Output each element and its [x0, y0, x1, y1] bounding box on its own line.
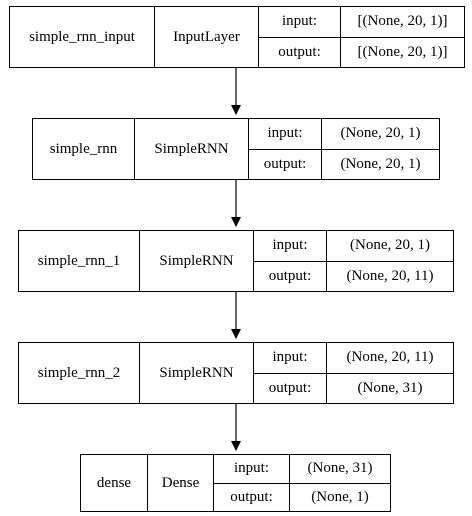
layer-name: dense [81, 455, 148, 511]
input-label: input: [267, 125, 303, 142]
io-labels: input: output: [254, 231, 327, 291]
output-shape: [(None, 20, 1)] [341, 36, 464, 68]
output-label: output: [259, 36, 340, 68]
output-label: output: [254, 260, 326, 292]
input-shape: [(None, 20, 1)] [357, 13, 448, 30]
input-label: input: [281, 13, 317, 30]
input-shape: (None, 31) [307, 460, 373, 477]
io-shapes: (None, 20, 1) (None, 20, 1) [322, 119, 439, 179]
io-shapes: (None, 31) (None, 1) [290, 455, 390, 511]
io-labels: input: output: [214, 455, 290, 511]
layer-name: simple_rnn_input [10, 7, 155, 67]
input-label: input: [272, 349, 308, 366]
layer-node-simple-rnn-2: simple_rnn_2 SimpleRNN input: output: (N… [18, 342, 454, 404]
layer-type: InputLayer [155, 7, 259, 67]
layer-name: simple_rnn_2 [19, 343, 140, 403]
io-labels: input: output: [254, 343, 327, 403]
layer-type: SimpleRNN [140, 343, 254, 403]
layer-node-simple-rnn-input: simple_rnn_input InputLayer input: outpu… [9, 6, 465, 68]
layer-type: SimpleRNN [135, 119, 249, 179]
io-shapes: (None, 20, 1) (None, 20, 11) [327, 231, 453, 291]
layer-type: Dense [148, 455, 214, 511]
input-label: input: [272, 237, 308, 254]
io-labels: input: output: [259, 7, 341, 67]
output-label: output: [249, 148, 321, 180]
input-shape: (None, 20, 11) [346, 349, 434, 366]
input-shape: (None, 20, 1) [340, 125, 421, 142]
layer-name: simple_rnn_1 [19, 231, 140, 291]
io-shapes: (None, 20, 11) (None, 31) [327, 343, 453, 403]
layer-name: simple_rnn [33, 119, 135, 179]
output-label: output: [254, 372, 326, 404]
output-shape: (None, 20, 1) [322, 148, 439, 180]
layer-type: SimpleRNN [140, 231, 254, 291]
output-shape: (None, 1) [290, 482, 390, 512]
input-label: input: [233, 460, 269, 477]
io-shapes: [(None, 20, 1)] [(None, 20, 1)] [341, 7, 464, 67]
io-labels: input: output: [249, 119, 322, 179]
output-shape: (None, 31) [327, 372, 453, 404]
input-shape: (None, 20, 1) [350, 237, 430, 254]
output-label: output: [214, 482, 289, 512]
output-shape: (None, 20, 11) [327, 260, 453, 292]
layer-node-simple-rnn: simple_rnn SimpleRNN input: output: (Non… [32, 118, 440, 180]
layer-node-dense: dense Dense input: output: (None, 31) (N… [80, 454, 391, 512]
layer-node-simple-rnn-1: simple_rnn_1 SimpleRNN input: output: (N… [18, 230, 454, 292]
